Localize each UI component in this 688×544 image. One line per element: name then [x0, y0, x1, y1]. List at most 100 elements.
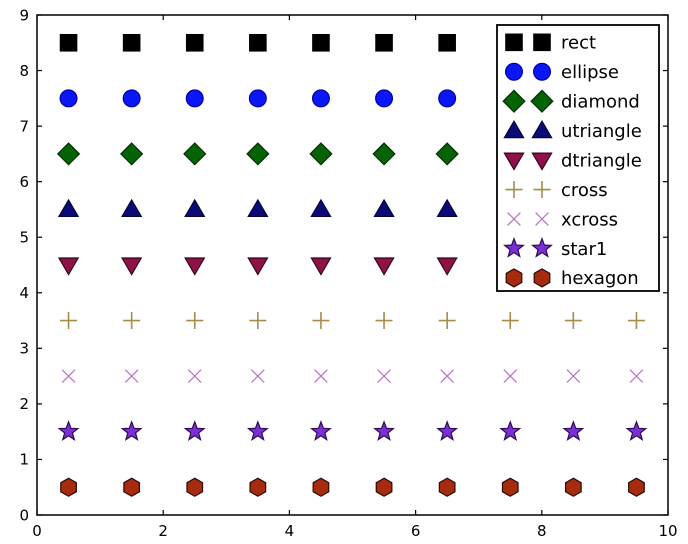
x-tick-label: 8: [537, 522, 547, 540]
legend-entry-dtriangle: dtriangle: [503, 150, 642, 171]
ellipse-marker: [248, 89, 267, 108]
cross-marker: [627, 312, 645, 330]
star1-marker: [309, 420, 332, 441]
x-tick-label: 2: [158, 522, 168, 540]
dtriangle-legend-marker: [503, 152, 525, 171]
y-tick-label: 7: [19, 117, 29, 135]
legend-entry-ellipse: ellipse: [505, 62, 619, 83]
utriangle-marker: [57, 198, 80, 218]
xcross-marker: [503, 369, 518, 383]
y-tick-label: 0: [19, 506, 29, 524]
legend-entry-hexagon: hexagon: [505, 268, 639, 289]
xcross-marker: [187, 369, 202, 383]
x-tick-label: 4: [285, 522, 295, 540]
star1-marker: [373, 420, 396, 441]
hexagon-marker: [564, 477, 582, 497]
hexagon-marker: [501, 477, 519, 497]
series-hexagon: [60, 477, 645, 497]
diamond-marker: [372, 142, 396, 166]
utriangle-marker: [436, 198, 458, 218]
star1-marker: [57, 420, 80, 441]
star1-legend-marker: [503, 236, 525, 258]
utriangle-marker: [247, 198, 269, 218]
y-tick-label: 4: [19, 284, 29, 302]
dtriangle-marker: [121, 257, 143, 276]
plot-border: [36, 14, 669, 516]
star1-marker: [436, 420, 459, 441]
diamond-marker: [309, 142, 333, 166]
ellipse-marker: [375, 89, 394, 108]
x-tick-label: 6: [411, 522, 421, 540]
cross-marker: [312, 312, 330, 330]
ellipse-marker: [59, 89, 78, 108]
ellipse-marker: [311, 89, 330, 108]
dtriangle-legend-marker: [531, 152, 553, 171]
xcross-marker: [314, 369, 328, 383]
rect-marker: [438, 33, 456, 52]
legend-entry-xcross: xcross: [507, 209, 618, 230]
xcross-marker: [251, 369, 265, 383]
cross-marker: [186, 312, 204, 330]
hexagon-marker: [438, 477, 456, 497]
star1-marker: [499, 420, 522, 441]
cross-marker: [438, 312, 456, 330]
hexagon-marker: [312, 477, 330, 497]
legend-label: diamond: [561, 92, 640, 113]
legend-label: hexagon: [561, 268, 639, 289]
star1-marker: [246, 420, 269, 441]
diamond-marker: [435, 142, 459, 166]
legend-entry-diamond: diamond: [502, 89, 640, 113]
legend: rect ellipse diamond utriangle dtriangle cros…: [496, 24, 660, 292]
cross-marker: [249, 312, 267, 330]
xcross-marker: [440, 369, 454, 383]
y-tick-label: 8: [19, 62, 29, 80]
dtriangle-marker: [247, 257, 269, 276]
cross-marker: [501, 312, 519, 330]
legend-entry-utriangle: utriangle: [503, 119, 642, 142]
star1-marker: [625, 420, 648, 441]
utriangle-marker: [184, 198, 206, 218]
xcross-marker: [377, 369, 391, 383]
legend-label: utriangle: [561, 121, 642, 142]
cross-legend-marker: [533, 181, 551, 199]
hexagon-marker: [60, 477, 77, 497]
cross-legend-marker: [505, 181, 523, 199]
ellipse-marker: [438, 89, 457, 108]
y-tick-label: 1: [19, 451, 29, 469]
xcross-legend-marker: [507, 212, 521, 226]
diamond-marker: [120, 142, 144, 166]
hexagon-legend-marker: [505, 268, 523, 288]
ellipse-legend-marker: [505, 62, 524, 81]
rect-marker: [122, 33, 141, 52]
utriangle-marker: [310, 198, 332, 218]
y-tick-label: 2: [19, 395, 29, 413]
legend-label: cross: [561, 180, 608, 201]
legend-box: [496, 24, 660, 292]
xcross-marker: [629, 369, 644, 383]
dtriangle-marker: [436, 257, 458, 276]
rect-legend-marker: [505, 33, 523, 52]
diamond-marker: [56, 142, 81, 166]
rect-marker: [375, 33, 393, 52]
diamond-marker: [246, 142, 270, 166]
x-tick-label: 0: [32, 522, 42, 540]
utriangle-marker: [121, 198, 143, 218]
hexagon-legend-marker: [533, 268, 551, 288]
x-axis: 0 2 4 6 8 10: [32, 15, 678, 540]
rect-marker: [185, 33, 204, 52]
legend-entry-rect: rect: [505, 33, 596, 54]
xcross-marker: [61, 369, 76, 383]
series-star1: [57, 420, 648, 441]
x-tick-label: 10: [658, 522, 677, 540]
cross-marker: [123, 312, 141, 330]
diamond-legend-marker: [502, 89, 526, 113]
star1-marker: [120, 420, 143, 441]
legend-label: ellipse: [561, 62, 619, 83]
rect-legend-marker: [533, 33, 551, 52]
y-tick-label: 6: [19, 173, 29, 191]
utriangle-marker: [373, 198, 395, 218]
ellipse-legend-marker: [532, 62, 551, 81]
